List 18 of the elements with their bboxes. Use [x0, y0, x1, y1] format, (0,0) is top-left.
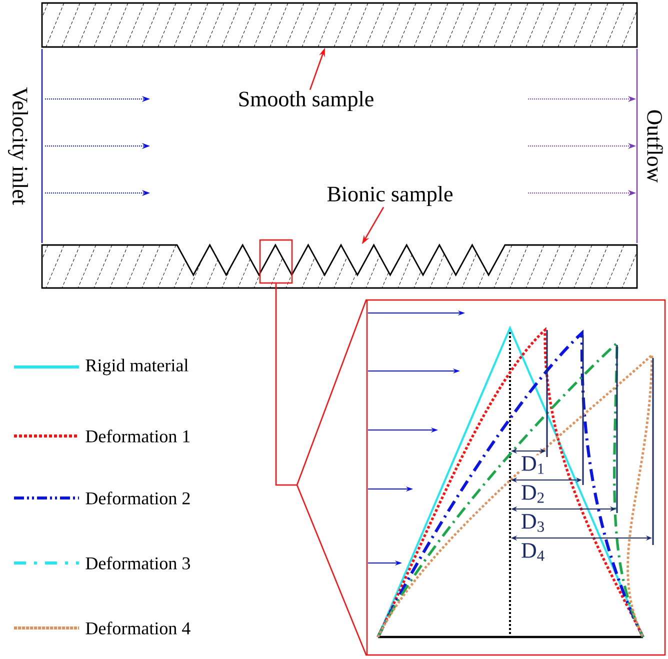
dimension-label: D$_{2}$	[520, 484, 546, 504]
legend-label: Deformation 4	[86, 622, 190, 634]
legend-label: Rigid material	[86, 358, 188, 376]
legend-label: Deformation 2	[86, 492, 190, 504]
zoom-connector	[275, 282, 368, 656]
boundary-line: Outflow	[636, 49, 663, 243]
dimension-label: D$_{4}$	[520, 542, 546, 562]
boundary-line: Velocity inlet	[8, 49, 43, 243]
inset-frame	[366, 299, 666, 656]
serrated-wall	[41, 244, 638, 289]
dimension-label: D$_{1}$	[520, 455, 546, 475]
zoom-frame	[259, 239, 293, 284]
dimension-label: D$_{3}$	[520, 513, 546, 533]
legend-label: Deformation 1	[86, 430, 190, 442]
sample-label: Smooth sample	[239, 91, 374, 111]
smooth-wall	[41, 2, 638, 48]
legend-label: Deformation 3	[86, 556, 190, 570]
sample-label: Bionic sample	[327, 186, 452, 206]
